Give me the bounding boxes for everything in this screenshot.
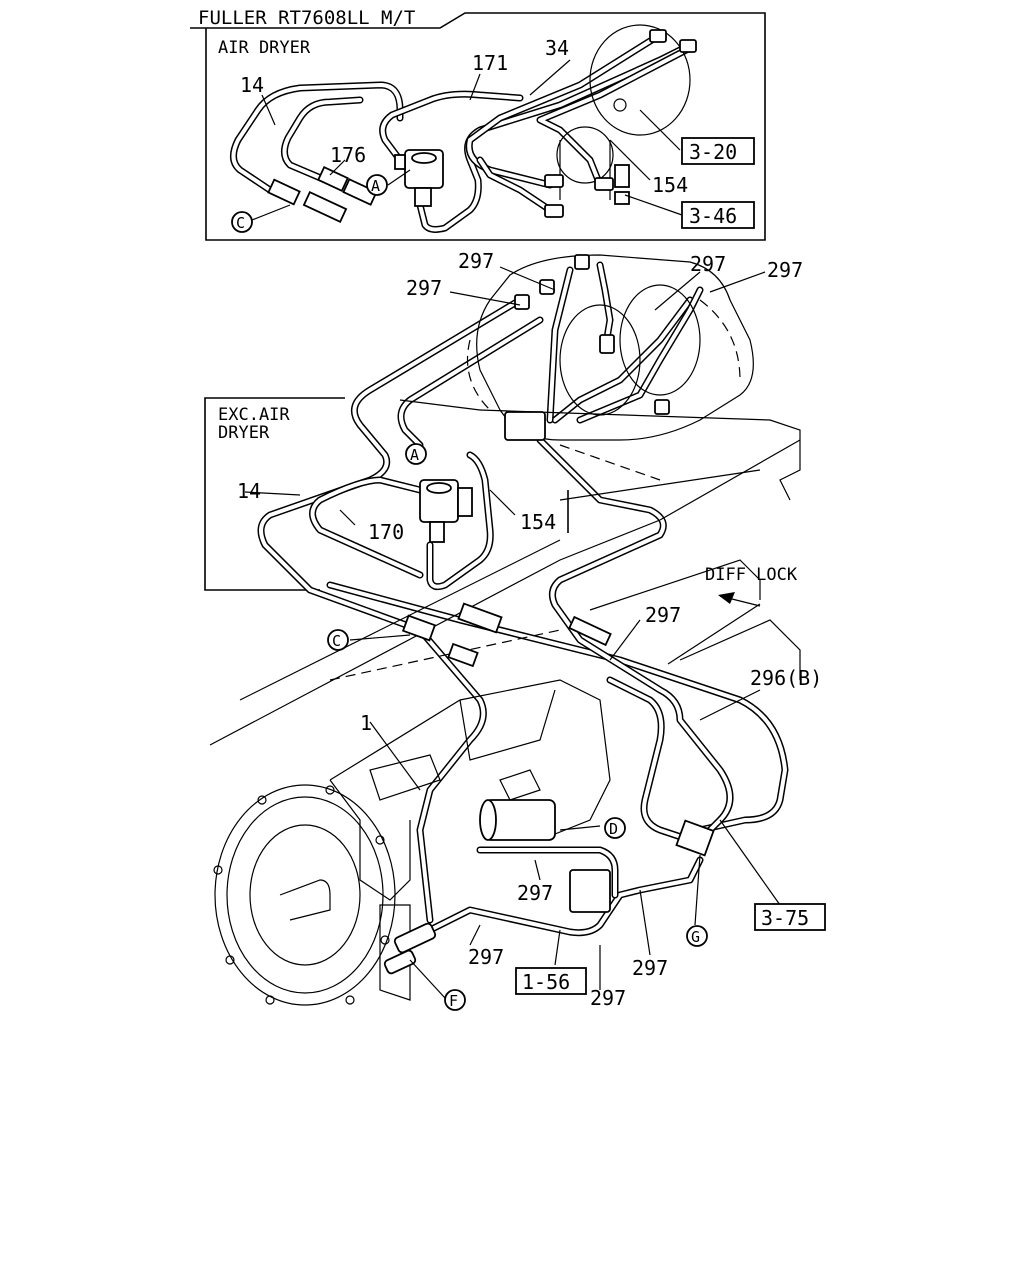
callout-g: G [691,928,700,946]
callout-c-circle [231,211,253,233]
air-dryer-fittings [267,165,378,223]
exc-heading-line1: EXC.AIR [218,405,290,425]
label-1: 1 [360,711,372,735]
label-296b: 296(B) [750,666,822,690]
ref-3-75: 3-75 [761,906,809,930]
page-title: FULLER RT7608LL M/T [198,7,415,29]
ref-1-56: 1-56 [522,970,570,994]
chassis-frame [209,399,801,746]
callout-d-circle [604,817,626,839]
exc-callout-a-circle [405,443,427,465]
label-297-h: 297 [632,956,668,980]
air-dryer-tank [544,24,697,218]
label-297-i: 297 [590,986,626,1010]
ref-3-20: 3-20 [689,140,737,164]
ref-3-46: 3-46 [689,204,737,228]
air-dryer-pipes [230,34,694,233]
label-297-a: 297 [458,249,494,273]
ref-box-3-75 [754,903,826,931]
inset1-label-176: 176 [330,143,366,167]
air-dryer-heading: AIR DRYER [218,38,311,58]
callout-f-circle [444,989,466,1011]
exc-valve [419,479,473,543]
label-297-g: 297 [468,945,504,969]
exc-inset-frame [204,397,345,591]
callout-d: D [609,820,618,838]
callout-c-main-circle [327,629,349,651]
diff-lock-label: DIFF LOCK [705,565,798,585]
callout-c-main: C [332,632,341,650]
inset1-label-34: 34 [545,36,569,60]
transmission [213,679,611,1006]
main-pipes [257,261,789,937]
callout-f: F [449,992,458,1010]
ref-box-3-46 [681,201,755,229]
callout-a-circle [366,174,388,196]
main-fittings [401,602,715,857]
callout-c: C [236,214,245,232]
label-297-e: 297 [645,603,681,627]
callout-g-circle [686,925,708,947]
label-297-d: 297 [767,258,803,282]
exc-label-170: 170 [368,520,404,544]
exc-heading-line2: DRYER [218,423,270,443]
callout-a: A [371,177,380,195]
main-leaders [244,266,781,999]
label-297-b: 297 [406,276,442,300]
inset1-label-154: 154 [652,173,688,197]
air-tanks [466,254,754,441]
inset1-label-171: 171 [472,51,508,75]
label-297-f: 297 [517,881,553,905]
exc-label-14: 14 [237,479,261,503]
label-297-c: 297 [690,252,726,276]
diff-lock-leader [667,603,761,665]
exc-callout-a: A [410,446,419,464]
air-dryer-valve [394,149,444,207]
diff-lock-arrow-head [718,592,735,604]
inset1-label-14: 14 [240,73,264,97]
exc-label-154: 154 [520,510,556,534]
air-dryer-leaders [251,59,683,221]
ref-box-1-56 [515,967,587,995]
ref-box-3-20 [681,137,755,165]
air-dryer-inset-frame [190,12,766,241]
